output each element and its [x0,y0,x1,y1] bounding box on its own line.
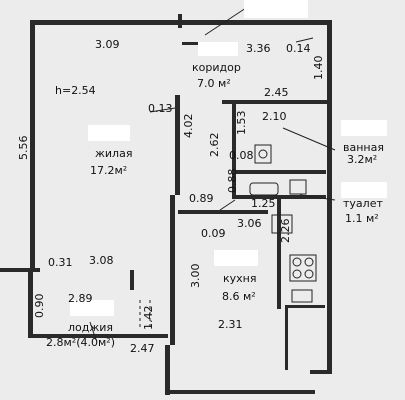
dim-label: 5.56 [17,136,30,161]
dim-label: 2.26 [279,219,292,244]
dim-label: 0.89 [189,192,214,205]
corridor-name: коридор [192,61,241,74]
dim-label: 2.89 [68,292,93,305]
redaction-boxes [70,0,387,316]
dim-label: 2.47 [130,342,155,355]
walls [0,14,332,395]
dim-label: 3.09 [95,38,120,51]
dim-label: 0.09 [201,227,226,240]
dim-label: 0.31 [48,256,73,269]
loggia-area: 2.8м²(4.0м²) [46,336,115,349]
bedroom-height: h=2.54 [55,84,96,97]
kitchen-name: кухня [223,272,256,285]
bedroom-name: жилая [95,147,132,160]
dim-label: 0.14 [286,42,311,55]
bathroom-name: ванная [343,141,384,154]
toilet-area: 1.1 м² [345,212,379,225]
fixtures [89,3,336,341]
corridor-area: 7.0 м² [197,77,231,90]
loggia-name: лоджия [68,321,113,334]
dim-label: 0.90 [33,294,46,319]
bathroom-area: 3.2м² [347,153,377,166]
kitchen-area: 8.6 м² [222,290,256,303]
dim-label: 0.88 [226,169,239,194]
dim-label: 1.42 [142,306,155,331]
dim-label: 2.45 [264,86,289,99]
dim-label: 2.31 [218,318,243,331]
dim-label: 3.00 [189,264,202,289]
dim-label: 0.08 [229,149,254,162]
toilet-name: туалет [343,197,383,210]
bedroom-area: 17.2м² [90,164,127,177]
dim-label: 3.06 [237,217,262,230]
dim-label: 2.10 [262,110,287,123]
dim-label: 1.53 [235,111,248,136]
dim-label: 2.62 [208,133,221,158]
dim-label: 3.36 [246,42,271,55]
dim-label: 4.02 [182,114,195,139]
dim-label: 3.08 [89,254,114,267]
room-labels: коридор 7.0 м² h=2.54 жилая 17.2м² ванна… [46,61,384,349]
dim-label: 1.25 [251,197,276,210]
dim-label: 0.13 [148,102,173,115]
dim-label: 1.40 [312,56,325,81]
dimension-labels: 3.09 3.36 0.14 1.40 2.45 0.13 4.02 5.56 … [17,38,325,355]
